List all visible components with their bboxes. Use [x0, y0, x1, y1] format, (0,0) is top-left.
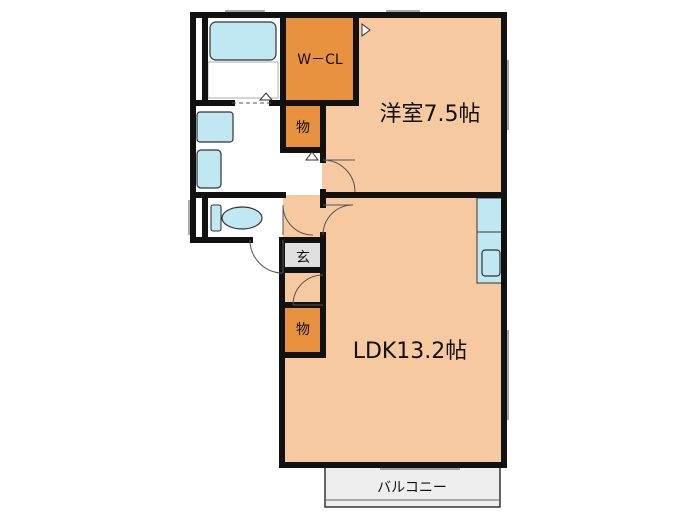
- toilet-tank-icon: [210, 204, 222, 232]
- western-room-floor-lower: [322, 103, 362, 195]
- kitchen-sink-icon: [481, 249, 501, 277]
- western-room-label: 洋室7.5帖: [380, 102, 481, 127]
- washing-machine-icon: [196, 149, 222, 189]
- wcl-floor: [283, 15, 356, 103]
- door-swings: [232, 102, 356, 306]
- wcl-door-arrow-icon: [361, 23, 371, 37]
- storage-upper-label: 物: [296, 120, 310, 136]
- wcl-label: W－CL: [297, 52, 343, 68]
- storage-upper-floor: [283, 103, 323, 149]
- entrance-label: 玄: [296, 249, 310, 266]
- storage-lower-floor: [283, 305, 323, 355]
- windows: [188, 10, 509, 470]
- western-room-floor: [356, 15, 504, 195]
- bath-wall-strip: [207, 61, 279, 99]
- storage-lower-label: 物: [296, 322, 310, 338]
- ldk-label: LDK13.2帖: [353, 339, 468, 364]
- storage-arrow-icon: [305, 151, 319, 161]
- bath-door-arrow-icon: [258, 92, 274, 101]
- toilet-icon: [221, 206, 263, 230]
- entrance-floor: [283, 240, 323, 270]
- balcony-label: バルコニー: [377, 480, 447, 496]
- washbasin-icon: [196, 111, 234, 143]
- bathtub-icon: [209, 21, 277, 61]
